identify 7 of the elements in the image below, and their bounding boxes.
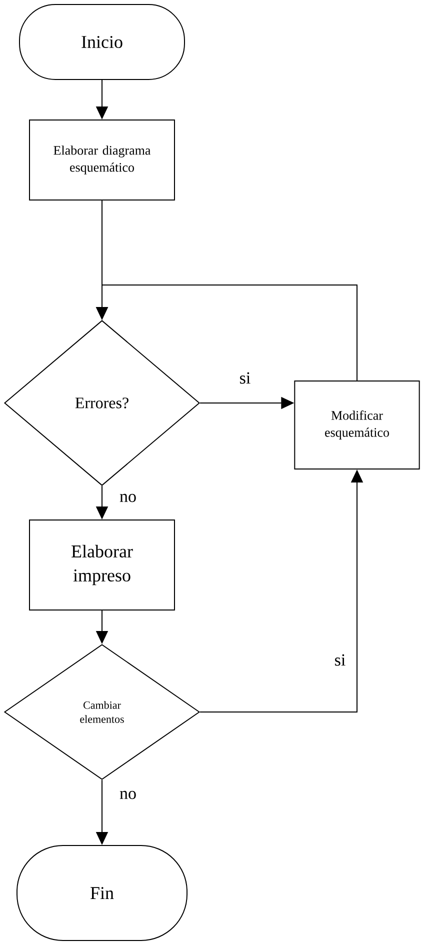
- process-box: Elaborar impreso: [29, 520, 175, 610]
- edge-label: no: [120, 494, 136, 502]
- edge-label: no: [120, 790, 136, 800]
- edge-label: si: [335, 654, 346, 666]
- edge-label: si: [240, 372, 250, 384]
- process-box: Elaborar diagrama esquemático: [29, 120, 175, 200]
- process-box: Modificar esquemático: [294, 380, 420, 470]
